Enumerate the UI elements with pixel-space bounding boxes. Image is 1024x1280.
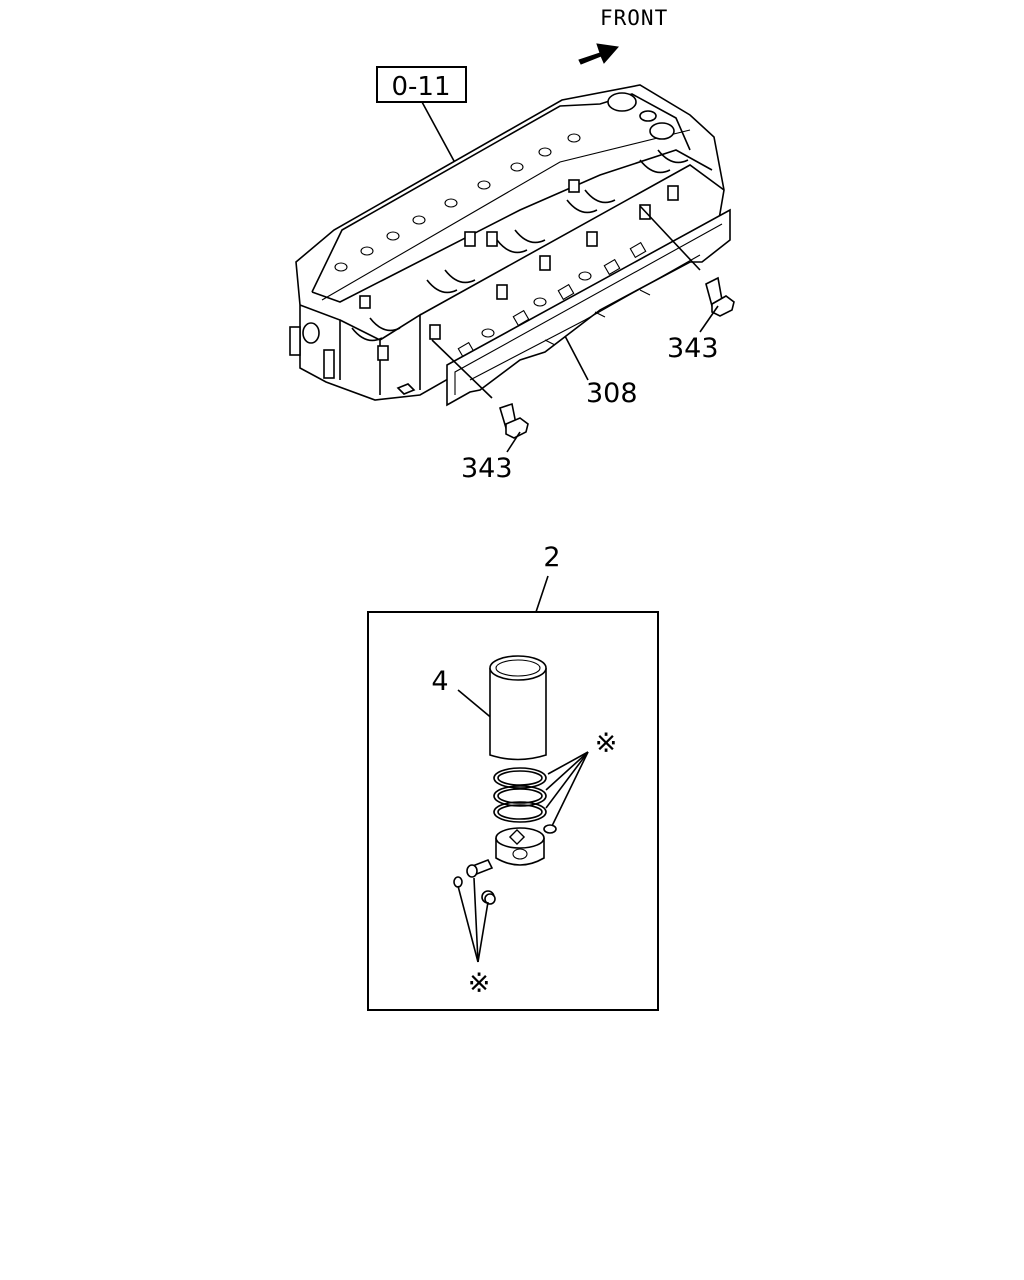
- bolt-left-drawing: [499, 402, 529, 439]
- mark-lower-leaders: [457, 877, 489, 963]
- kit-leader: [535, 575, 549, 613]
- piston-rings-drawing: [493, 767, 547, 823]
- kit-box: [367, 611, 659, 1011]
- callout-343-left: 343: [461, 453, 513, 484]
- callout-2: 2: [543, 542, 560, 573]
- callout-308: 308: [586, 378, 638, 409]
- sleeve-leader: [457, 689, 495, 721]
- reference-box: 0-11: [376, 66, 467, 173]
- leader-lines-top: [431, 205, 719, 453]
- callout-4: 4: [431, 666, 448, 697]
- front-arrow-icon: [578, 43, 619, 65]
- bolt-right-drawing: [705, 276, 735, 317]
- callout-343-right: 343: [667, 333, 719, 364]
- mark-upper-leaders: [545, 751, 589, 827]
- reference-box-label: 0-11: [391, 72, 450, 102]
- cylinder-head-drawing: [289, 84, 725, 401]
- cylinder-sleeve-drawing: [489, 655, 547, 761]
- mark-upper: ※: [595, 728, 618, 759]
- front-indicator: FRONT: [578, 6, 668, 65]
- front-label: FRONT: [600, 6, 668, 30]
- gasket-plate-drawing: [446, 208, 731, 407]
- mark-lower: ※: [468, 968, 491, 999]
- piston-drawing: [495, 824, 557, 866]
